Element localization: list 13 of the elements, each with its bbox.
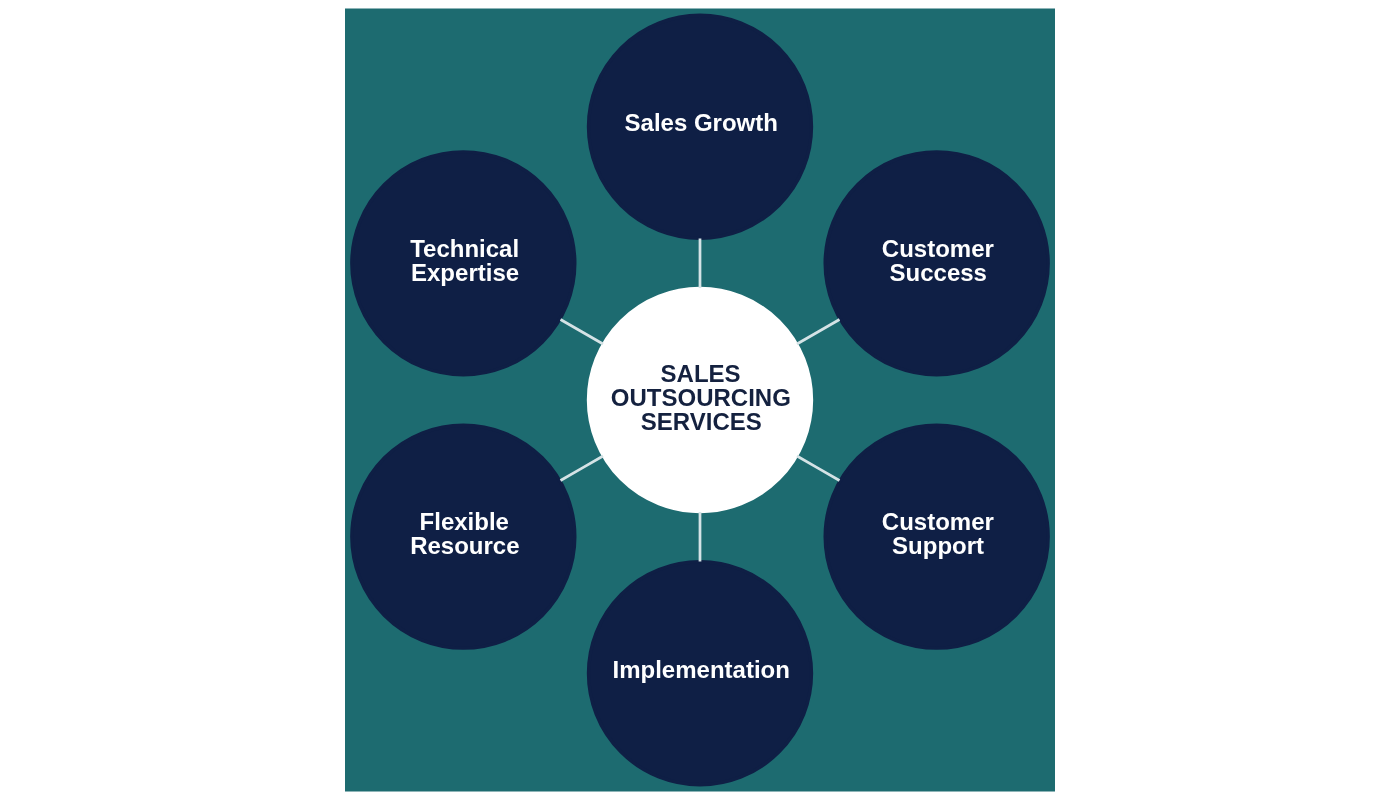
node-circle: Sales Growth	[586, 13, 814, 240]
connector	[698, 511, 702, 562]
node-circle: Implementation	[586, 560, 814, 787]
connector	[796, 318, 841, 346]
connector	[796, 454, 841, 482]
node-circle: Customer Support	[823, 423, 1050, 650]
connector	[698, 238, 702, 289]
connector	[559, 454, 604, 482]
node-circle: SALES OUTSOURCING SERVICES	[586, 286, 814, 514]
node-circle: Technical Expertise	[350, 150, 577, 377]
node-circle: Flexible Resource	[350, 423, 577, 650]
node-circle: Customer Success	[823, 150, 1050, 377]
connector	[559, 318, 604, 346]
